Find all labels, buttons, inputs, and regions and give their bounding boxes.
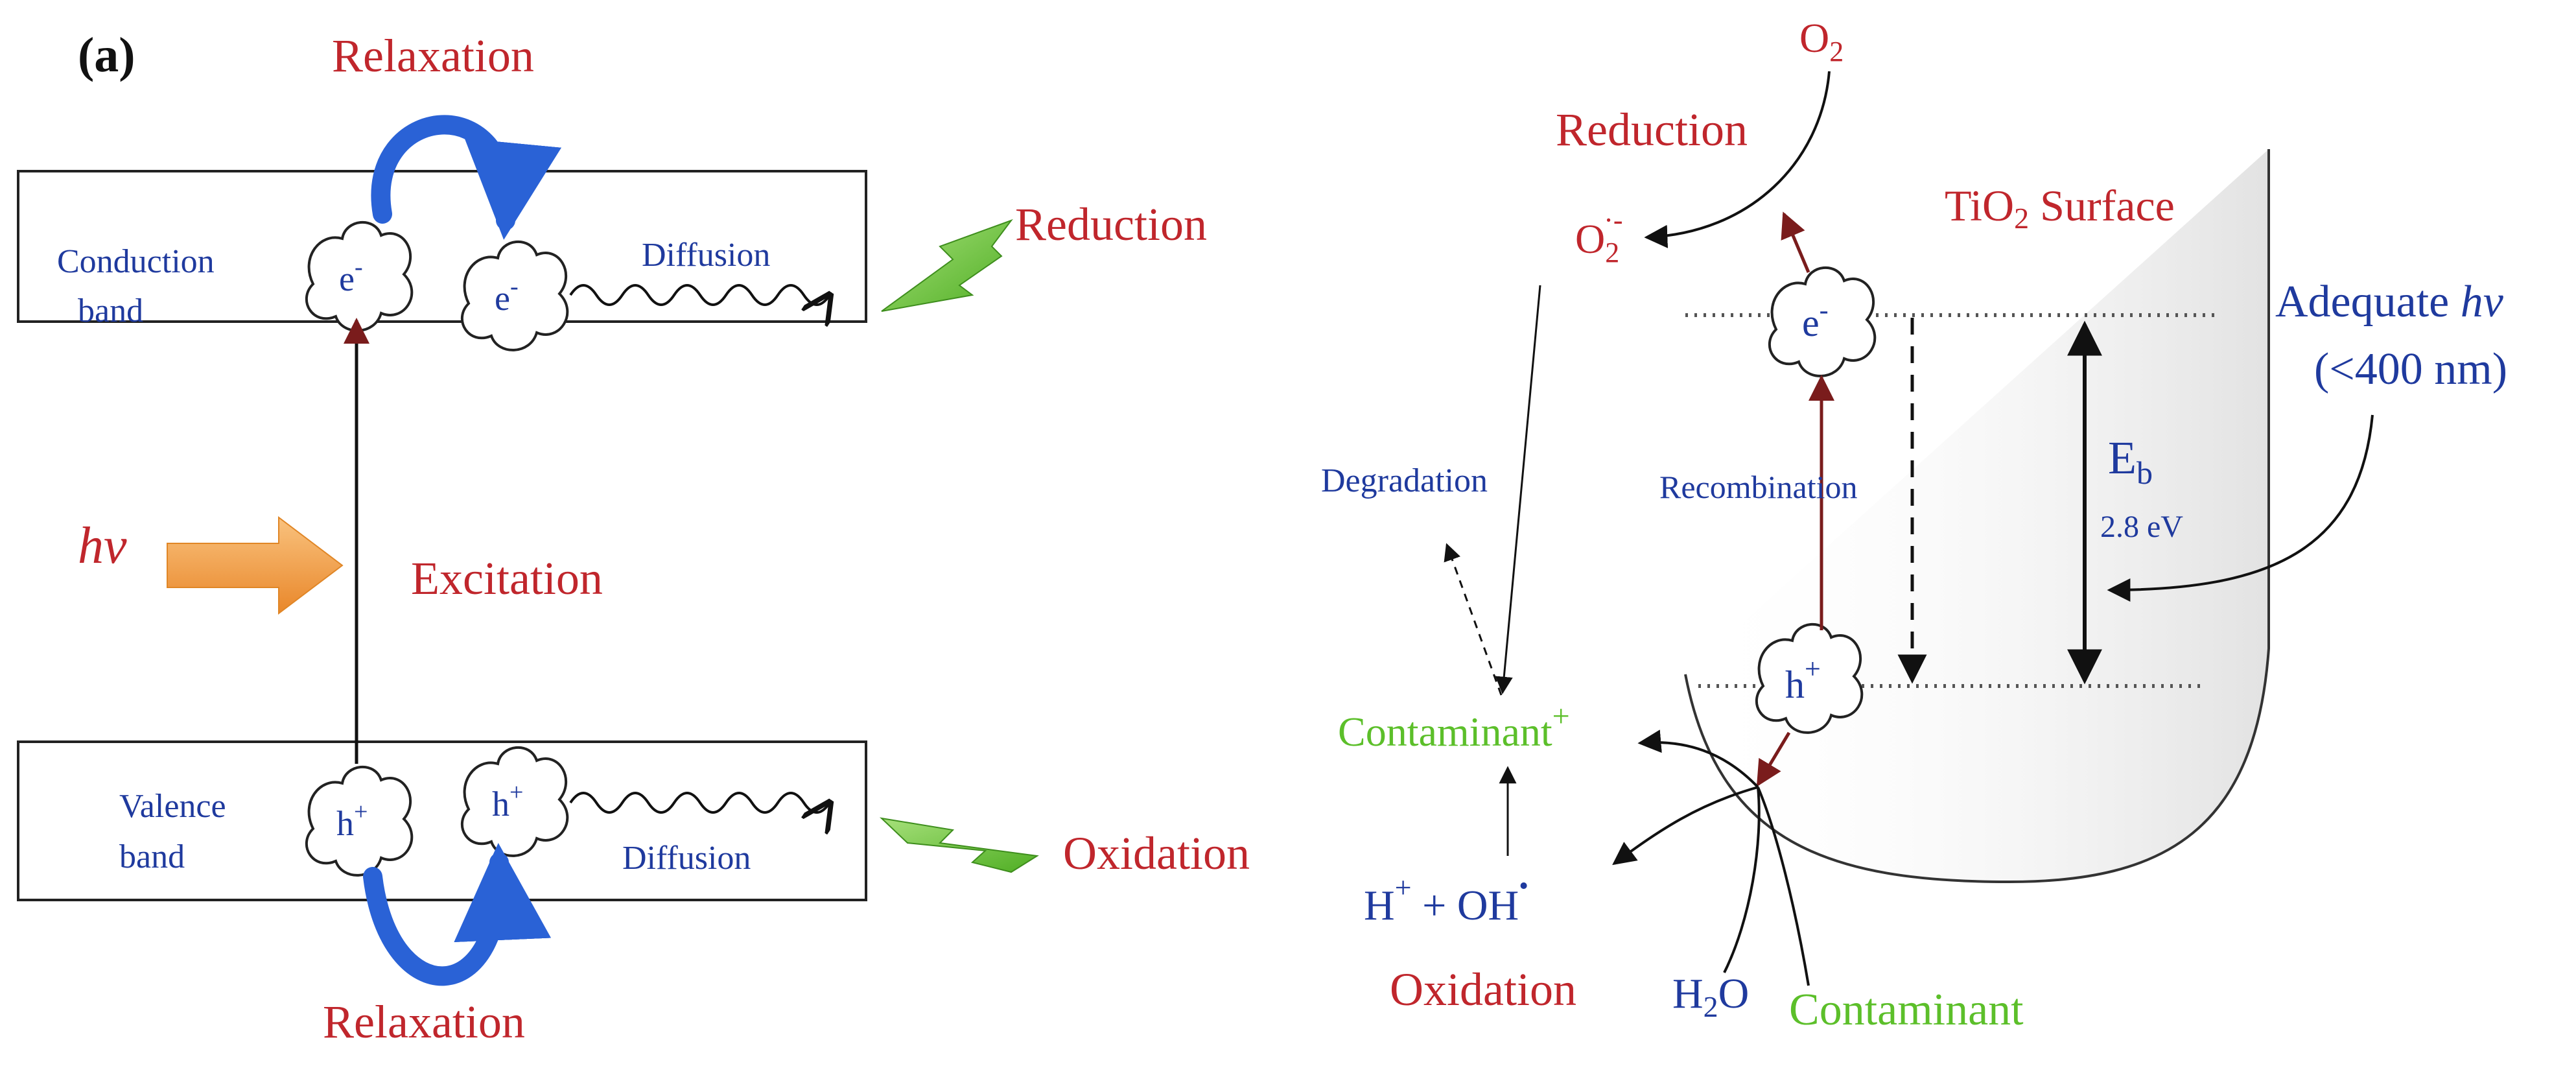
- conduction-band-label-line2: band: [78, 292, 143, 329]
- hv-label: hv: [78, 517, 127, 574]
- degradation-label: Degradation: [1321, 462, 1488, 499]
- electron-cloud-right: e-: [1768, 266, 1877, 377]
- wavelength-label: (<400 nm): [2314, 344, 2507, 394]
- recombination-label: Recombination: [1659, 469, 1858, 505]
- reduction-lightning-icon: [881, 219, 1013, 312]
- light-arrow-icon: [167, 515, 344, 615]
- hole-label: h+: [1785, 653, 1821, 706]
- h2o-to-reaction-line: [1723, 787, 1761, 973]
- excitation-label: Excitation: [411, 552, 603, 604]
- oxidation-left-label: Oxidation: [1063, 827, 1250, 879]
- electron-cloud-1: e-: [305, 220, 414, 332]
- adequate-hv-label: Adequate hv: [2275, 277, 2504, 327]
- o2-reduction-arrow: [1644, 71, 1831, 248]
- diffusion-top-label: Diffusion: [642, 237, 770, 274]
- diffusion-top-wave: [569, 284, 830, 305]
- tio2-surface-label: TiO2 Surface: [1945, 181, 2175, 235]
- reaction-to-oh-arrow: [1612, 786, 1759, 866]
- valence-band-label-line2: band: [119, 838, 185, 875]
- hole-cloud-right: h+: [1755, 622, 1864, 734]
- valence-band-label-line1: Valence: [119, 788, 226, 825]
- relaxation-bottom-arrow: [363, 843, 552, 986]
- band-gap-label: Eb: [2108, 432, 2153, 491]
- reaction-to-contaminant-plus-arrow: [1637, 729, 1759, 788]
- oxidation-right-label: Oxidation: [1390, 964, 1576, 1015]
- contaminant-to-reaction-line: [1757, 787, 1810, 986]
- relaxation-top-label: Relaxation: [332, 30, 534, 82]
- diffusion-bottom-label: Diffusion: [622, 840, 751, 877]
- degradation-arrow: [1444, 543, 1503, 696]
- electron-label: e-: [495, 273, 519, 318]
- conduction-band-box: [17, 170, 867, 323]
- reduction-left-label: Reduction: [1015, 198, 1207, 250]
- electron-cloud-2: e-: [460, 240, 569, 351]
- electron-label: e-: [1802, 296, 1829, 344]
- reduction-right-label: Reduction: [1556, 104, 1748, 156]
- panel-label: (a): [78, 28, 135, 82]
- hole-cloud-1: h+: [305, 765, 414, 877]
- oxidation-lightning-icon: [879, 817, 1039, 873]
- hole-label: h+: [492, 779, 523, 823]
- o2-label: O2: [1799, 15, 1844, 67]
- band-gap-value: 2.8 eV: [2100, 510, 2183, 544]
- hole-label: h+: [336, 798, 368, 843]
- relaxation-top-arrow: [371, 115, 561, 240]
- superoxide-label: O2·-: [1575, 204, 1623, 268]
- valence-band-box: [17, 740, 867, 901]
- electron-label: e-: [339, 254, 363, 298]
- conduction-band-label-line1: Conduction: [57, 243, 215, 280]
- hole-cloud-2: h+: [460, 746, 569, 857]
- relaxation-bottom-label: Relaxation: [323, 996, 525, 1048]
- superoxide-to-contaminant-arrow: [1495, 285, 1541, 694]
- contaminant-plus-label: Contaminant+: [1338, 699, 1570, 755]
- contaminant-label: Contaminant: [1789, 985, 2024, 1035]
- hole-to-reaction-arrow: [1756, 731, 1791, 787]
- light-arrow-right: [2107, 414, 2374, 602]
- diffusion-bottom-wave: [569, 792, 830, 812]
- h-oh-label: H+ + OH•: [1364, 871, 1528, 929]
- h2o-label: H2O: [1672, 970, 1749, 1023]
- electron-to-o2-arrow: [1781, 211, 1810, 273]
